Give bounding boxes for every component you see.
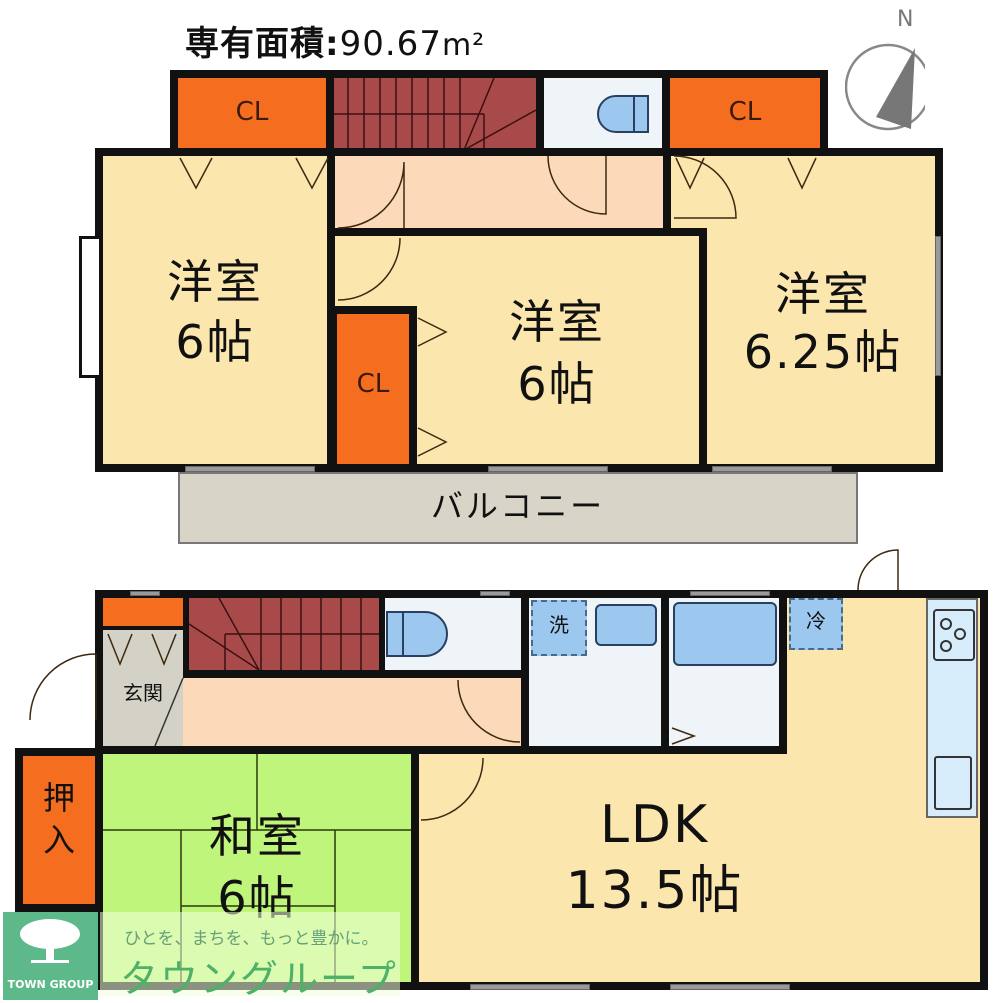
window	[488, 466, 608, 472]
floor2-plan: CL CL 洋室 6帖 洋室	[79, 70, 943, 544]
balcony: バルコニー	[178, 472, 858, 544]
wall	[335, 228, 699, 236]
window	[712, 466, 832, 472]
area-separator: :	[325, 24, 340, 64]
closet-top-left: CL	[178, 78, 326, 150]
area-unit: m²	[441, 28, 486, 63]
wall	[699, 228, 707, 468]
stairs-upper[interactable]	[334, 78, 536, 150]
western-room-east: 洋室 6.25帖	[671, 156, 935, 464]
closet-top-right: CL	[670, 78, 820, 150]
logo-company-name: タウングループ	[120, 957, 398, 1001]
fridge-space: 冷	[789, 598, 843, 650]
room-name: 洋室	[167, 255, 263, 309]
closet-label: CL	[356, 369, 390, 399]
closet-label: CL	[235, 97, 269, 127]
window	[470, 984, 590, 990]
oshiire-label: 押 入	[42, 779, 75, 859]
window	[690, 591, 770, 596]
balcony-label: バルコニー	[430, 487, 606, 525]
toilet-icon	[386, 611, 448, 657]
logo-banner: ひとを、まちを、もっと豊かに。 タウングループ	[100, 912, 400, 1001]
area-heading: 専有面積:90.67m²	[185, 16, 485, 65]
kitchen-sink-icon	[934, 756, 972, 810]
window	[130, 591, 160, 596]
room-size: 13.5帖	[565, 861, 744, 921]
toilet-icon	[597, 95, 649, 133]
wall	[95, 746, 787, 754]
room-name: 和室	[209, 809, 305, 863]
stairs-icon	[334, 78, 536, 150]
room-size: 6帖	[175, 315, 255, 369]
window	[185, 466, 315, 472]
hallway-upper	[335, 156, 663, 228]
entrance-label: 玄関	[123, 681, 163, 705]
ldk-room: LDK 13.5帖	[419, 754, 980, 982]
western-room-west: 洋室 6帖	[103, 156, 327, 464]
wall	[411, 750, 419, 990]
room-name: LDK	[599, 795, 710, 855]
closet-label: CL	[728, 97, 762, 127]
toilet-lower	[385, 598, 521, 670]
wall	[779, 590, 787, 750]
wall	[521, 590, 529, 750]
tree-icon	[20, 919, 80, 963]
bathtub-icon	[673, 602, 777, 666]
stairs-lower[interactable]	[189, 598, 379, 670]
room-size: 6.25帖	[743, 325, 903, 379]
stove-icon	[933, 609, 975, 661]
washer-label: 洗	[549, 613, 569, 637]
area-label: 専有面積	[185, 24, 325, 64]
area-value: 90.67	[339, 24, 442, 64]
washing-machine-space: 洗	[531, 600, 587, 656]
room-size: 6帖	[517, 357, 597, 411]
fridge-label: 冷	[806, 609, 826, 633]
wall	[661, 590, 669, 750]
compass: N	[845, 5, 925, 135]
bathroom	[669, 598, 779, 746]
room-name: 洋室	[775, 267, 871, 321]
door-swings-floor2	[179, 155, 817, 457]
company-logo-block: TOWN GROUP	[3, 912, 98, 1000]
window	[480, 591, 510, 596]
logo-english-name: TOWN GROUP	[7, 978, 94, 991]
north-arrow-icon	[845, 43, 925, 131]
window	[670, 984, 790, 990]
compass-north-label: N	[897, 7, 914, 32]
stairs-icon	[189, 598, 379, 670]
sink-icon	[595, 604, 657, 646]
toilet-upper	[544, 78, 662, 150]
room-name: 洋室	[509, 295, 605, 349]
hallway-lower	[183, 678, 521, 746]
logo-slogan: ひとを、まちを、もっと豊かに。	[124, 929, 379, 949]
kitchen-counter	[926, 598, 978, 818]
window	[935, 236, 941, 376]
oshiire-closet: 押 入	[23, 756, 95, 904]
window	[79, 236, 99, 378]
shoe-closet	[103, 598, 183, 626]
closet-center: CL	[337, 314, 409, 464]
washroom: 洗	[529, 598, 661, 746]
